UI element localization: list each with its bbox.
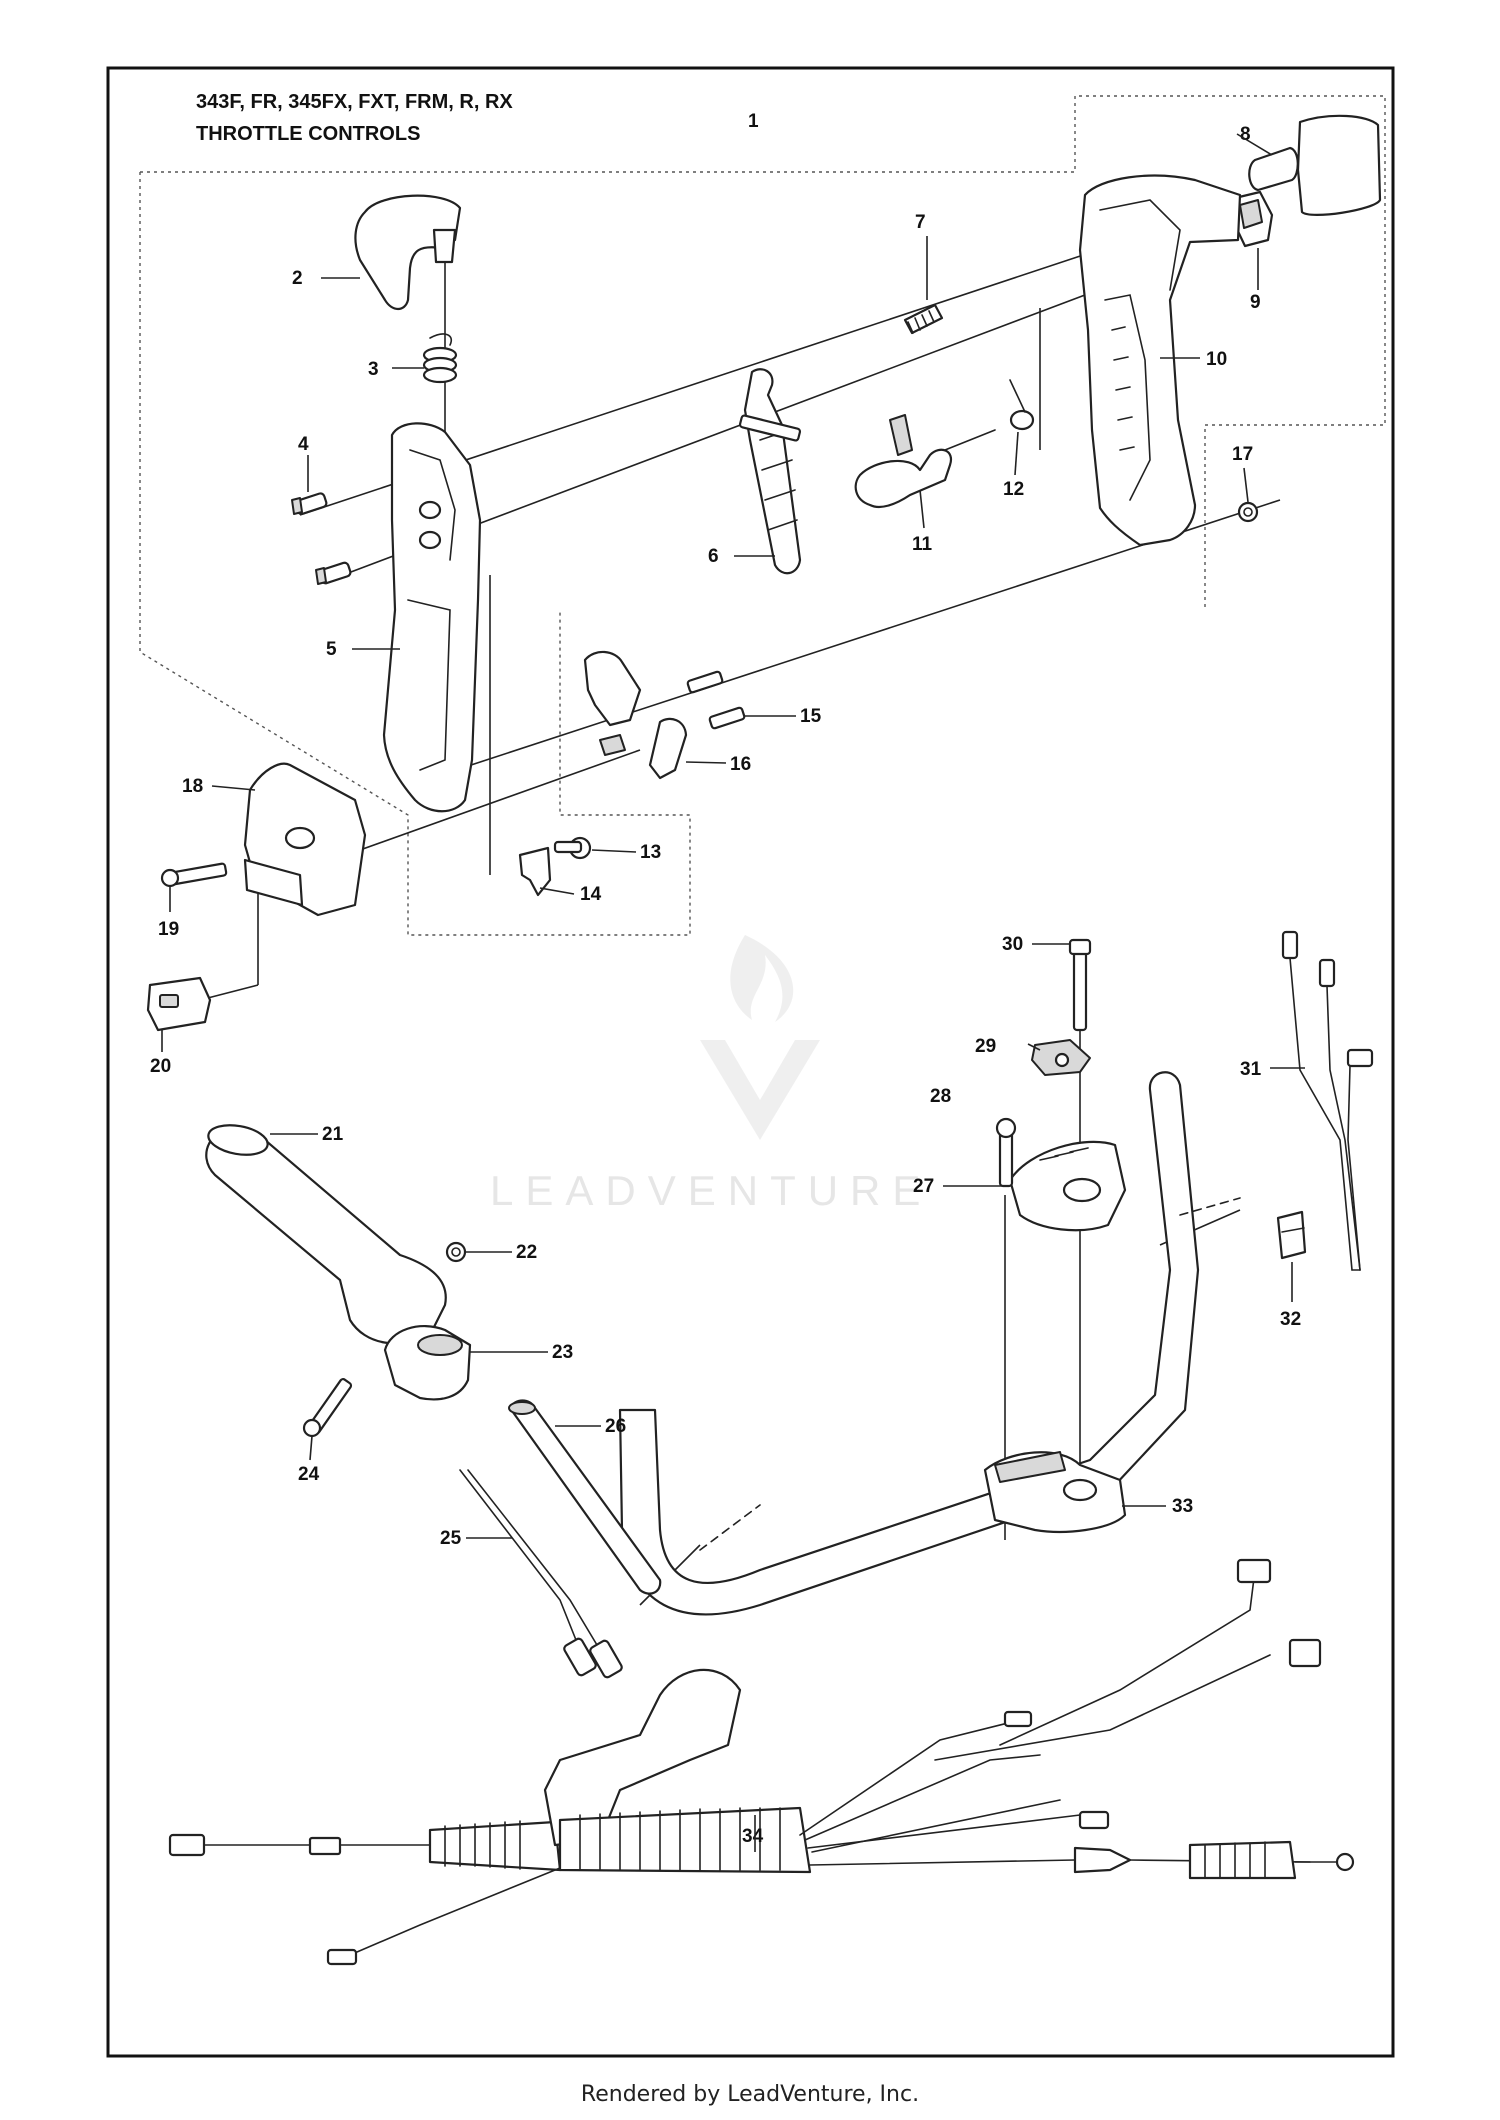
part-clamp-lower xyxy=(983,1451,1127,1533)
callout-7: 7 xyxy=(915,212,926,233)
part-screw-pair xyxy=(686,670,746,730)
section-title: THROTTLE CONTROLS xyxy=(196,123,420,145)
callout-10: 10 xyxy=(1206,349,1227,370)
part-nut xyxy=(1237,501,1259,523)
callout-33: 33 xyxy=(1172,1496,1193,1517)
callout-26: 26 xyxy=(605,1416,626,1437)
callout-1: 1 xyxy=(748,111,759,132)
callout-5: 5 xyxy=(326,639,337,660)
callout-11: 11 xyxy=(912,534,933,555)
callout-30: 30 xyxy=(1002,934,1023,955)
part-handlebar-loop xyxy=(618,1071,1241,1616)
callout-2: 2 xyxy=(292,268,303,289)
callout-leaders xyxy=(161,133,1305,1852)
part-clamp-upper xyxy=(1008,1140,1127,1232)
callout-15: 15 xyxy=(800,706,822,727)
part-bolt-long xyxy=(1068,938,1092,1032)
part-bracket xyxy=(518,846,552,897)
callout-34: 34 xyxy=(742,1826,764,1847)
callout-24: 24 xyxy=(298,1464,320,1485)
watermark-logo xyxy=(700,935,820,1140)
part-lock-spring xyxy=(903,303,944,335)
part-throttle-trigger xyxy=(354,194,462,466)
part-handle-housing xyxy=(1078,174,1242,547)
part-throttle-lever xyxy=(854,414,996,509)
part-switch xyxy=(146,976,212,1032)
callout-12: 12 xyxy=(1003,479,1024,500)
part-clamp-screw xyxy=(995,1117,1017,1188)
part-throttle-cable xyxy=(168,1558,1355,1966)
part-throttle-linkage xyxy=(583,650,688,780)
callout-23: 23 xyxy=(552,1342,573,1363)
footer-credit: Rendered by LeadVenture, Inc. xyxy=(580,2082,920,2107)
callout-21: 21 xyxy=(322,1124,344,1145)
part-wire-harness-small xyxy=(1281,930,1374,1271)
part-small-screw xyxy=(553,836,592,860)
callout-6: 6 xyxy=(708,546,719,567)
diagram-frame xyxy=(106,66,1395,2058)
callout-4: 4 xyxy=(298,434,309,455)
alignment-lines xyxy=(199,197,1281,1606)
callout-18: 18 xyxy=(182,776,203,797)
part-handle-cover xyxy=(1248,114,1382,216)
callout-17: 17 xyxy=(1232,444,1253,465)
part-nut-plate xyxy=(1031,1039,1091,1076)
callout-29: 29 xyxy=(975,1036,996,1057)
callout-19: 19 xyxy=(158,919,179,940)
callout-labels: 1 2 3 4 5 6 7 8 9 10 11 12 13 14 15 16 1… xyxy=(150,111,1301,1847)
callout-3: 3 xyxy=(368,359,379,380)
callout-8: 8 xyxy=(1240,124,1251,145)
models-title: 343F, FR, 345FX, FXT, FRM, R, RX xyxy=(196,91,513,113)
part-screw-cap xyxy=(160,862,228,888)
callout-25: 25 xyxy=(440,1528,462,1549)
part-screw-upper xyxy=(291,492,328,516)
callout-13: 13 xyxy=(640,842,661,863)
part-handle-half xyxy=(382,422,482,813)
callout-32: 32 xyxy=(1280,1309,1301,1330)
callout-14: 14 xyxy=(580,884,602,905)
callout-31: 31 xyxy=(1240,1059,1262,1080)
callout-16: 16 xyxy=(730,754,751,775)
part-grip-clamp xyxy=(383,1325,472,1401)
part-end-cap xyxy=(243,762,367,917)
part-wire-clip xyxy=(1276,1210,1307,1260)
part-grip xyxy=(205,1124,447,1345)
part-wire-short xyxy=(459,1469,623,1679)
part-throttle-lock xyxy=(738,368,802,575)
callout-28: 28 xyxy=(930,1086,951,1107)
part-grip-nut xyxy=(445,1241,467,1263)
subassembly-outline xyxy=(139,172,691,936)
assembly-outline xyxy=(140,95,1386,610)
part-tube xyxy=(508,1399,662,1595)
part-trigger-spring xyxy=(422,333,458,384)
part-return-spring xyxy=(1009,379,1035,431)
callout-20: 20 xyxy=(150,1056,171,1077)
part-grip-screw xyxy=(302,1378,353,1438)
callout-22: 22 xyxy=(516,1242,537,1263)
callout-27: 27 xyxy=(913,1176,934,1197)
callout-9: 9 xyxy=(1250,292,1261,313)
part-screw-middle xyxy=(315,561,352,585)
part-stop-switch xyxy=(1233,190,1274,248)
watermark-text: LEADVENTURE xyxy=(490,1167,932,1214)
